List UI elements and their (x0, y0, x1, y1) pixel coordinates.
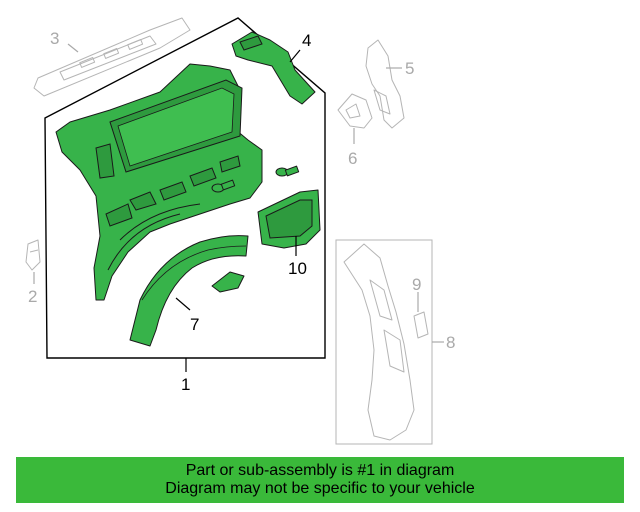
callout-1: 1 (181, 375, 190, 394)
notice-line-1: Part or sub-assembly is #1 in diagram (185, 462, 455, 479)
assembly-frame (44, 17, 326, 359)
part-3-rail (33, 17, 191, 97)
callout-8: 8 (446, 333, 455, 352)
notice-banner: Part or sub-assembly is #1 in diagram Di… (16, 457, 624, 503)
part-10-plate (257, 189, 321, 249)
callout-6: 6 (348, 149, 357, 168)
callout-9: 9 (412, 275, 421, 294)
callout-3: 3 (50, 29, 59, 48)
part-6-bracket (337, 93, 373, 129)
parts-diagram: 3 4 5 6 (25, 17, 455, 445)
part-5-bracket (365, 39, 405, 129)
part-7-clip (211, 271, 245, 293)
part-8-pillar (343, 243, 415, 441)
part-1-inner-panel (55, 63, 263, 301)
part-2-bracket (25, 239, 41, 271)
callout-4: 4 (302, 31, 311, 50)
part-4-bracket (231, 31, 316, 105)
part-9-clip (413, 311, 429, 339)
callout-2: 2 (28, 287, 37, 306)
callout-10: 10 (288, 259, 307, 278)
notice-line-2: Diagram may not be specific to your vehi… (165, 480, 475, 497)
callout-7: 7 (190, 315, 199, 334)
callout-5: 5 (405, 59, 414, 78)
bolt-right (275, 165, 300, 177)
part-7-wheel-arch (129, 235, 249, 347)
bolt-left (211, 179, 236, 193)
